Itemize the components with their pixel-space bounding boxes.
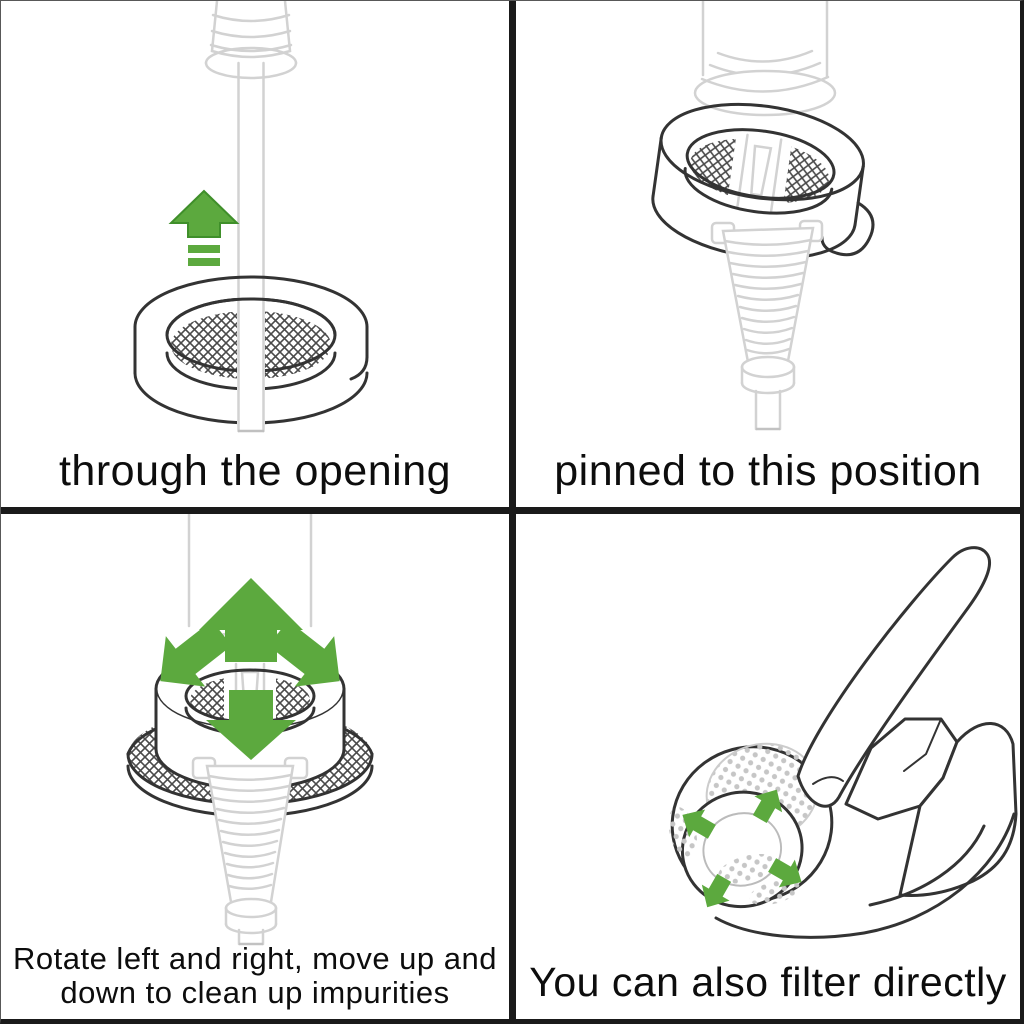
thumb-outline xyxy=(714,812,1016,939)
filter-ring xyxy=(651,102,875,260)
ring-back-rim xyxy=(133,275,369,329)
step-3-caption-line1: Rotate left and right, move up and xyxy=(12,940,497,976)
aerator-cone xyxy=(710,219,824,431)
step-4-caption: You can also filter directly xyxy=(516,959,1020,1006)
step-3-caption: Rotate left and right, move up and down … xyxy=(1,940,509,1011)
panel-step-1: through the opening xyxy=(1,1,509,507)
aerator-cone xyxy=(191,756,309,946)
move-up-arrow-icon xyxy=(168,189,240,266)
step-2-caption-text: pinned to this position xyxy=(554,446,982,495)
filter-cartridge xyxy=(668,742,834,909)
faucet-pipe xyxy=(204,46,298,433)
step-3-illustration xyxy=(126,514,374,946)
rotate-arrows-icon xyxy=(682,789,802,908)
ring-clip-hook xyxy=(820,201,875,257)
faucet-pipe xyxy=(701,1,829,79)
step-1-illustration xyxy=(133,1,369,433)
move-right-arrow-icon xyxy=(268,620,340,687)
panel-step-3: Rotate left and right, move up and down … xyxy=(1,514,509,1019)
panel-step-4: You can also filter directly xyxy=(516,514,1020,1019)
index-finger xyxy=(796,546,992,808)
step-4-caption-text: You can also filter directly xyxy=(529,959,1007,1006)
move-left-arrow-icon xyxy=(160,620,232,687)
step-3-caption-line2: down to clean up impurities xyxy=(60,975,450,1011)
faucet-spout xyxy=(209,1,293,59)
step-2-caption: pinned to this position xyxy=(516,447,1020,495)
step-4-illustration xyxy=(668,546,1018,939)
panel-step-2: pinned to this position xyxy=(516,1,1020,507)
hand-palm xyxy=(898,722,1018,897)
step-1-caption: through the opening xyxy=(1,447,509,495)
ring-hole-back-rim xyxy=(165,297,337,337)
step-1-caption-text: through the opening xyxy=(58,446,452,495)
move-down-arrow-icon xyxy=(206,690,296,760)
hand-drawing xyxy=(714,546,1018,939)
step-2-illustration xyxy=(651,1,875,431)
faucet-pipe xyxy=(187,514,313,628)
